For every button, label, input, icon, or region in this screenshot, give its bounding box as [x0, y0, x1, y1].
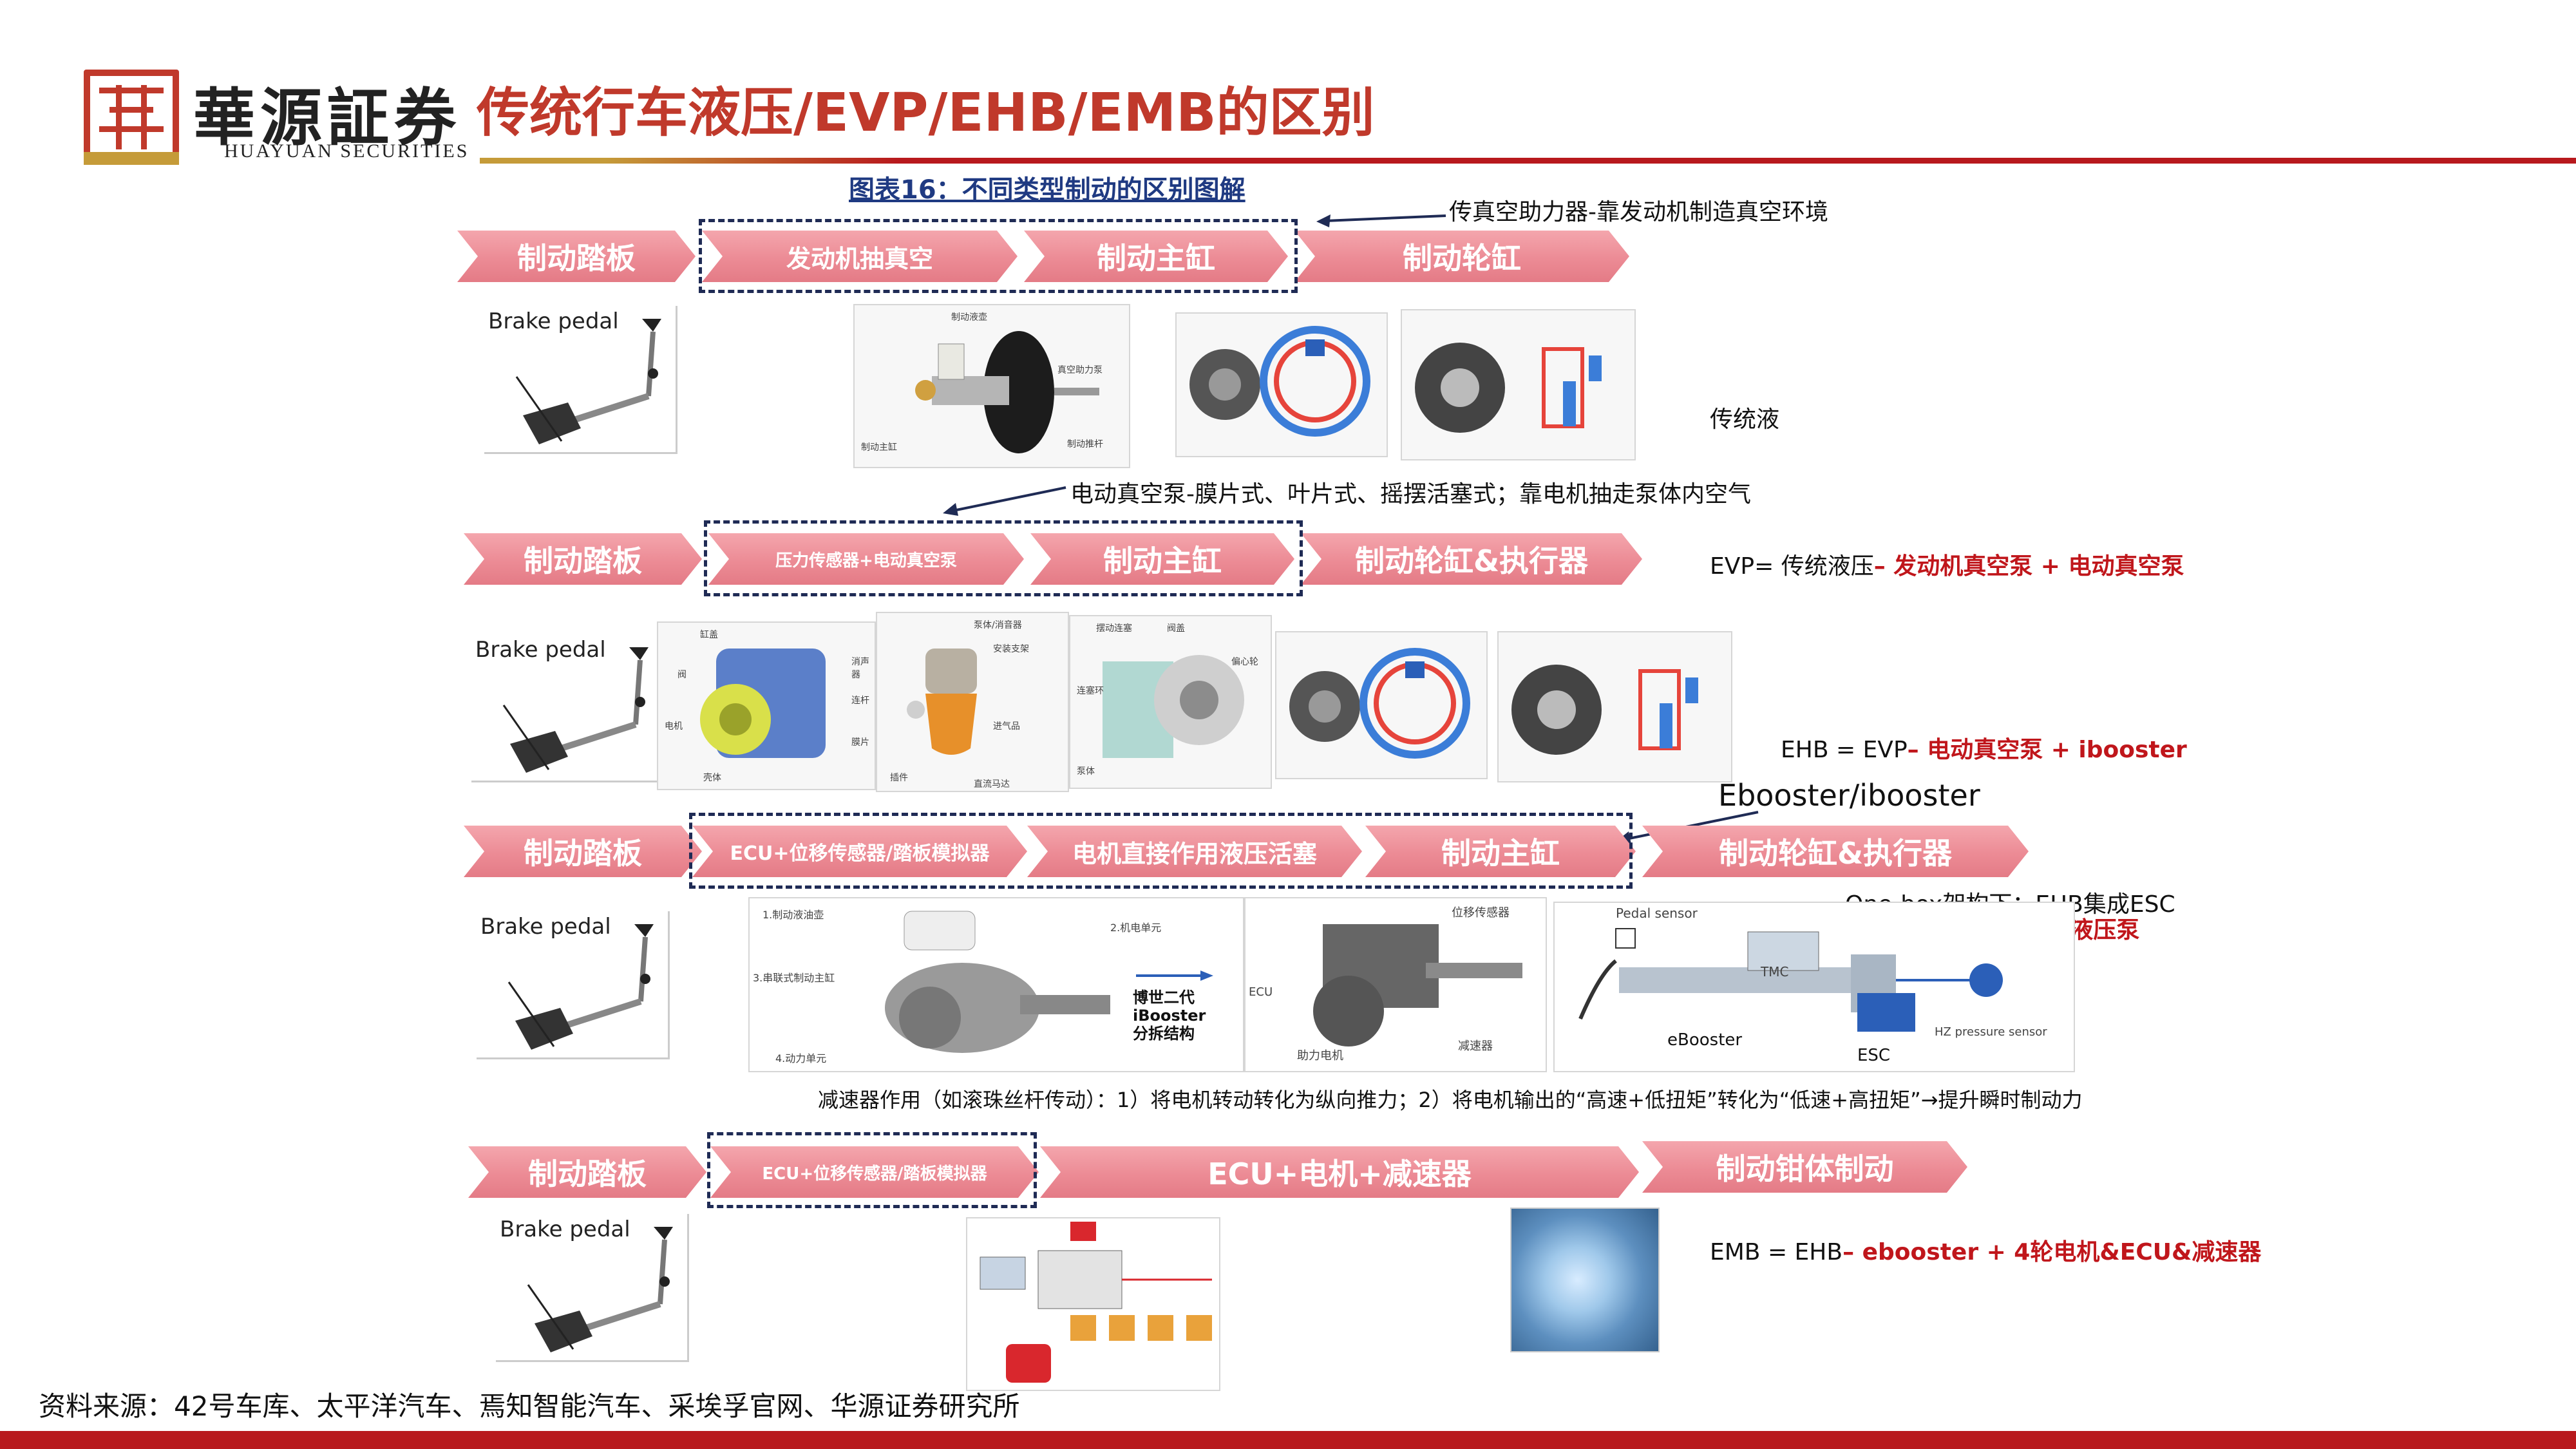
logo-base	[84, 152, 179, 165]
row3-pedal-illustration: Brake pedal	[477, 911, 670, 1059]
note-vacuum-booster: 传真空助力器-靠发动机制造真空环境	[1449, 199, 1828, 225]
note-traditional: 传统液	[1710, 406, 1780, 433]
row1-dashed-box	[699, 219, 1298, 293]
row4-pedal-illustration: Brake pedal	[496, 1214, 689, 1362]
bottom-bar	[0, 1431, 2576, 1449]
row3-step-5: 制动轮缸&执行器	[1642, 826, 2029, 877]
row2-step-1: 制动踏板	[464, 533, 702, 585]
row4-dashed-box	[707, 1132, 1037, 1208]
row2-step-2: 压力传感器+电动真空泵	[708, 533, 1024, 585]
row3-step-4: 制动主缸	[1365, 826, 1636, 877]
row1-arrow	[1316, 214, 1446, 227]
row3-step-1: 制动踏板	[464, 826, 702, 877]
note-evp: EVP= 传统液压– 发动机真空泵 + 电动真空泵	[1710, 553, 2184, 580]
drum-brake-image-2	[1275, 631, 1488, 779]
pedal-label: Brake pedal	[500, 1217, 630, 1242]
logo-mark	[84, 70, 179, 165]
brake-pedal-icon	[507, 924, 654, 1050]
row1-step-1: 制动踏板	[457, 231, 696, 282]
page-title: 传统行车液压/EVP/EHB/EMB的区别	[477, 82, 1375, 144]
note-ehb: EHB = EVP– 电动真空泵 + ibooster	[1781, 737, 2187, 763]
row1-pedal-illustration: Brake pedal	[484, 306, 677, 454]
brake-pedal-icon	[502, 647, 649, 773]
row2-pedal-illustration: Brake pedal	[471, 634, 665, 782]
pedal-label: Brake pedal	[488, 308, 619, 334]
brake-pedal-icon	[527, 1227, 673, 1352]
onebox-schematic-image: Pedal sensor TMC eBooster ESC HZ pressur…	[1553, 902, 2075, 1072]
row2-arrow	[943, 486, 1066, 516]
brake-pedal-icon	[515, 319, 661, 444]
pedal-label: Brake pedal	[475, 637, 606, 663]
disc-brake-image-2	[1497, 631, 1732, 782]
note-electric-pump: 电动真空泵-膜片式、叶片式、摇摆活塞式；靠电机抽走泵体内空气	[1070, 481, 1751, 507]
row2-step-4: 制动轮缸&执行器	[1301, 533, 1642, 585]
emb-system-diagram	[966, 1217, 1220, 1391]
row4-step-2: ECU+位移传感器/踏板模拟器	[710, 1146, 1039, 1198]
logo-text-cn: 華源証券	[193, 81, 461, 154]
ibooster-exploded-image: 1.制动液油壶 2.机电单元 3.串联式制动主缸 4.动力单元 博世二代iBoo…	[748, 897, 1244, 1072]
note-reducer: 减速器作用（如滚珠丝杆传动）：1）将电机转动转化为纵向推力；2）将电机输出的“高…	[818, 1088, 2083, 1112]
row4-step-1: 制动踏板	[468, 1146, 706, 1198]
row3-dashed-box	[689, 813, 1633, 889]
vacuum-pump-image-1: 缸盖 阀 电机 消声器 连杆 膜片 壳体	[657, 621, 876, 790]
row4-step-3: ECU+电机+减速器	[1040, 1146, 1639, 1198]
row3-step-3: 电机直接作用液压活塞	[1027, 826, 1362, 877]
row3-step-2: ECU+位移传感器/踏板模拟器	[692, 826, 1027, 877]
vacuum-pump-image-3: 摆动连塞 阀盖 偏心轮 泵体 连塞环	[1069, 615, 1272, 789]
logo-text-en: HUAYUAN SECURITIES	[224, 140, 469, 162]
vacuum-booster-image: 制动液壶 真空助力泵 制动主缸 制动推杆	[853, 304, 1130, 468]
row2-step-3: 制动主缸	[1030, 533, 1294, 585]
drum-brake-image-1	[1175, 312, 1388, 457]
figure-caption: 图表16：不同类型制动的区别图解	[849, 175, 1245, 205]
caliper-wheel-image	[1510, 1208, 1660, 1352]
row1-step-4: 制动轮缸	[1294, 231, 1629, 282]
row2-dashed-box	[704, 520, 1303, 596]
row1-step-3: 制动主缸	[1024, 231, 1288, 282]
note-emb: EMB = EHB– ebooster + 4轮电机&ECU&减速器	[1710, 1239, 2262, 1265]
source-note: 资料来源：42号车库、太平洋汽车、焉知智能汽车、采埃孚官网、华源证券研究所	[39, 1390, 1020, 1422]
vacuum-pump-image-2: 泵体/消音器 安装支架 进气品 插件 直流马达	[876, 612, 1069, 792]
disc-brake-image-1	[1401, 309, 1636, 460]
pedal-label: Brake pedal	[480, 914, 611, 940]
ibooster-cutaway-image: ECU 位移传感器 助力电机 减速器	[1244, 897, 1547, 1072]
row4-step-4: 制动钳体制动	[1642, 1141, 1967, 1193]
note-ebooster: Ebooster/ibooster	[1718, 778, 1980, 813]
row1-step-2: 发动机抽真空	[702, 231, 1018, 282]
title-rule	[480, 158, 2576, 164]
